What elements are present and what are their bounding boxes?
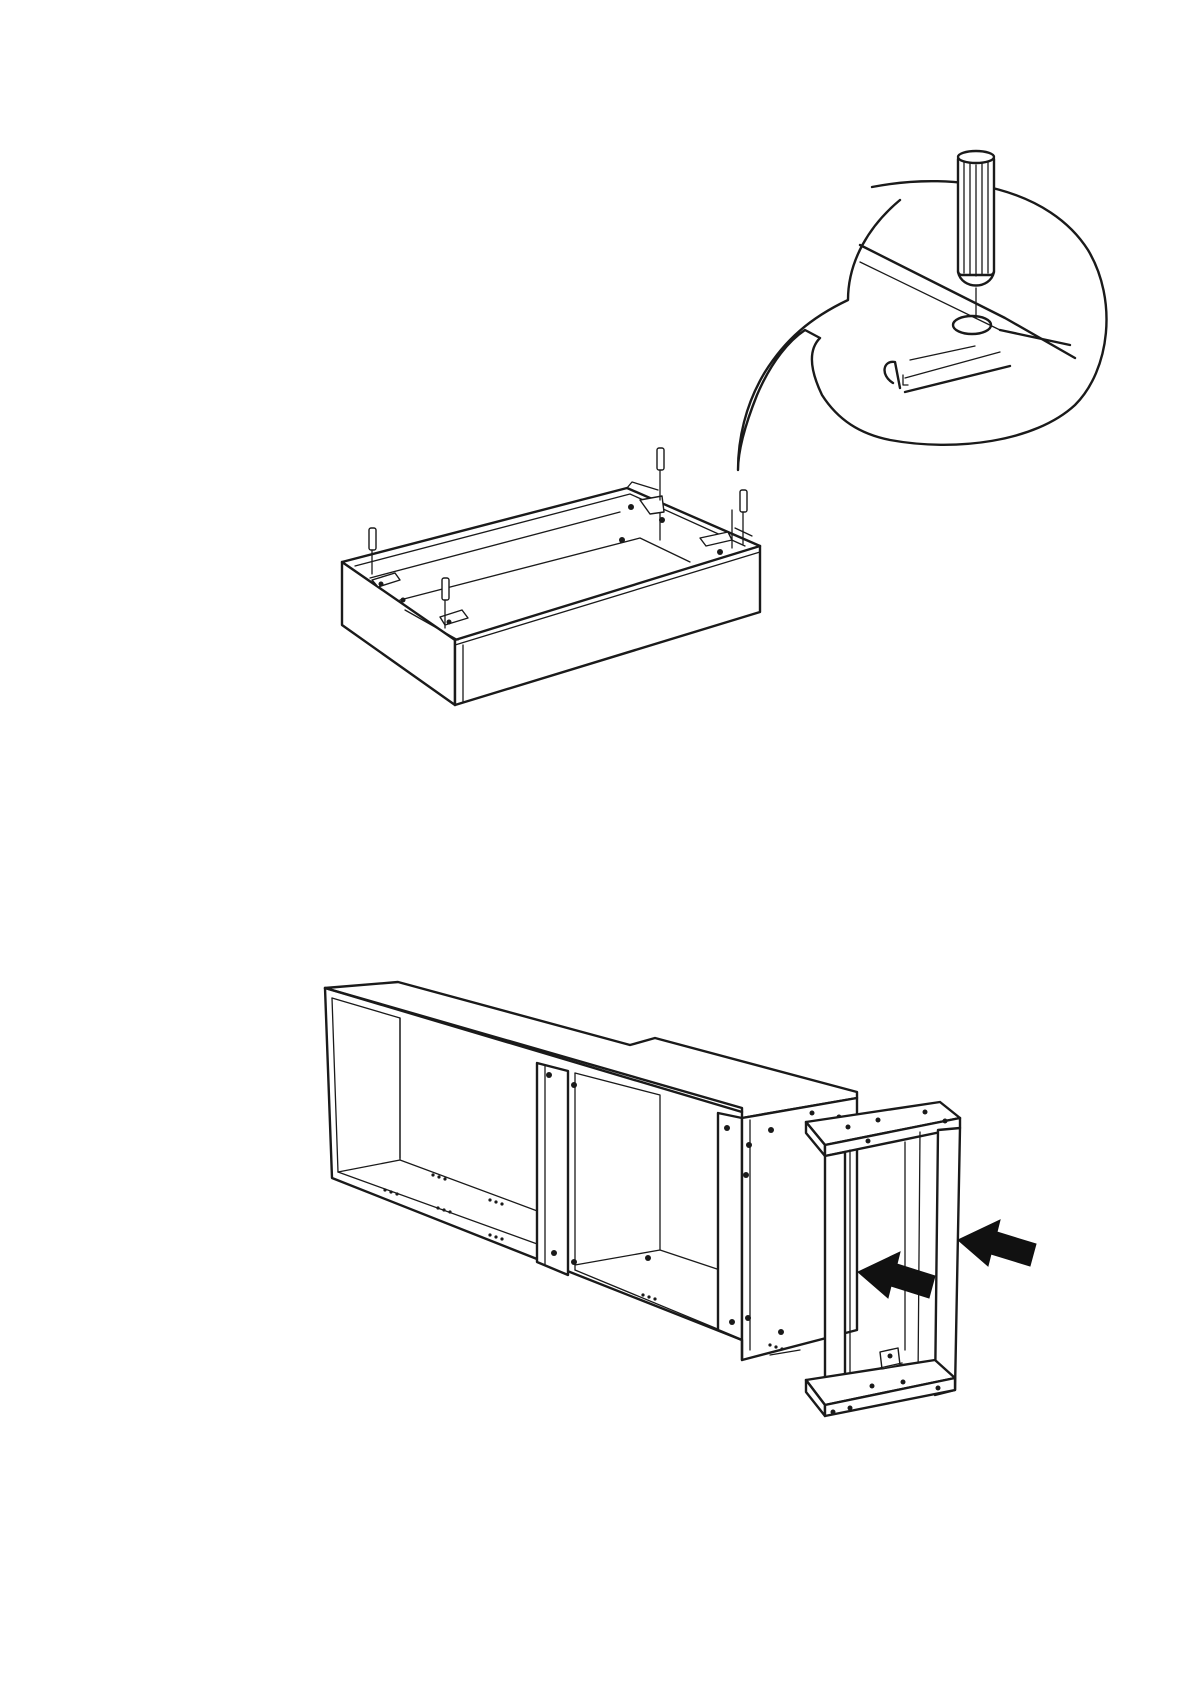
dowel-1 (369, 528, 376, 574)
end-frame (806, 1102, 960, 1416)
push-arrow-1 (858, 1252, 935, 1298)
dowel-4 (740, 490, 747, 544)
dowel-3 (657, 448, 664, 500)
cabinet-body (325, 982, 857, 1360)
step-1-illustration (342, 151, 1107, 705)
step-2-illustration (325, 982, 1036, 1416)
plinth-frame (342, 482, 760, 705)
dowel-insert-detail-icon (738, 151, 1107, 470)
push-arrow-2 (958, 1220, 1036, 1266)
